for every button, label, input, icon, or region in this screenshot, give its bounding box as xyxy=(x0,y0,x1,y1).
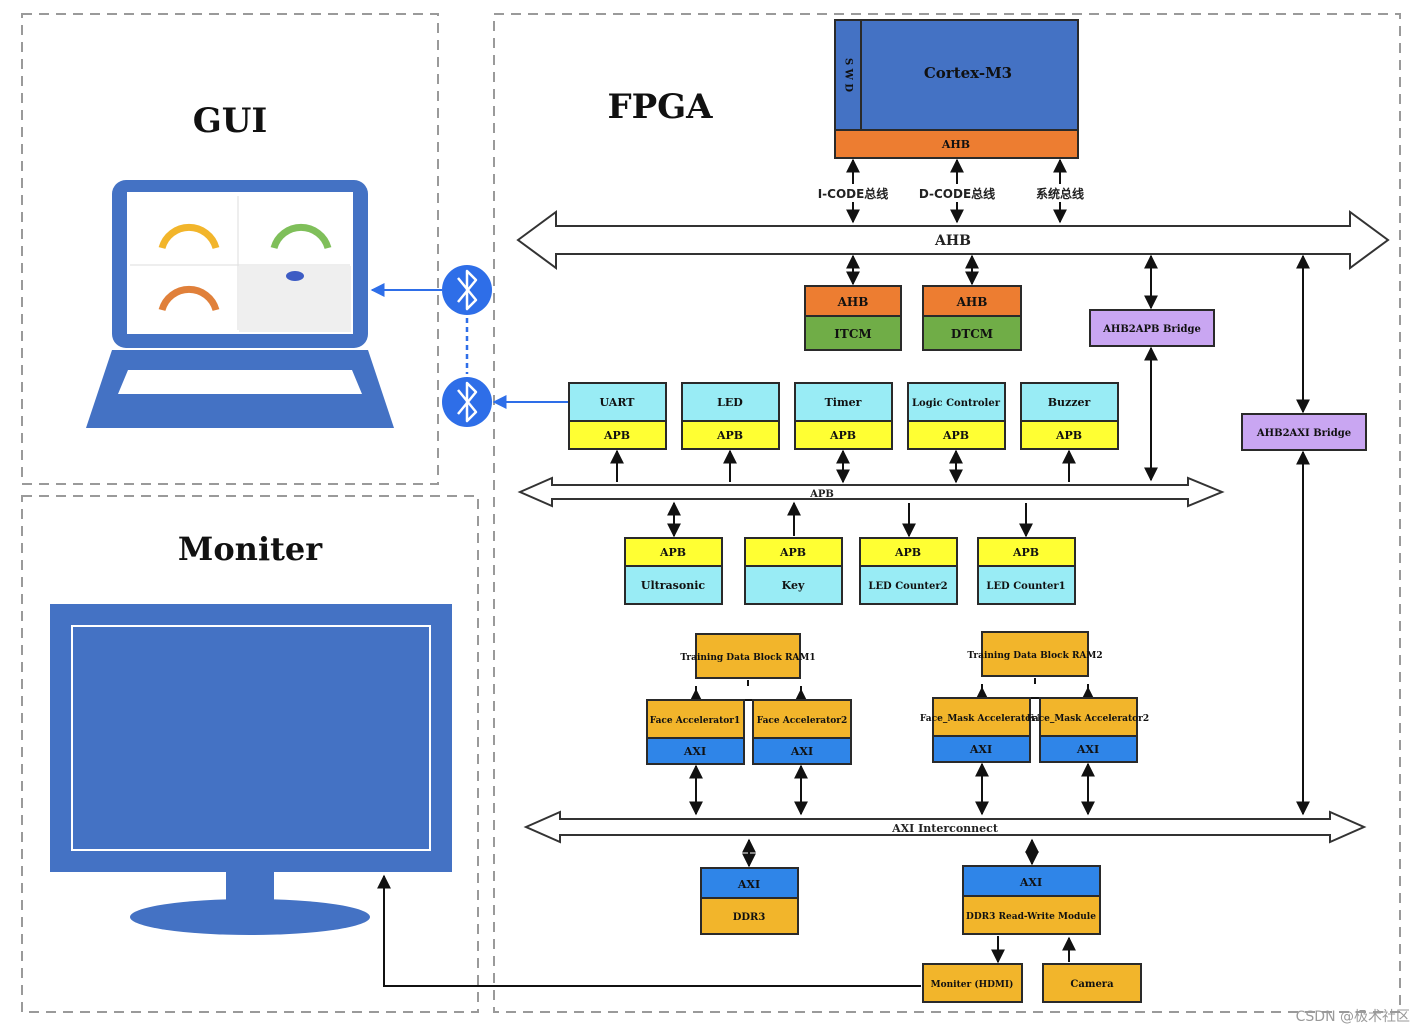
logic-apb-label: APB xyxy=(942,429,969,442)
ram2-block: Training Data Block RAM2 xyxy=(967,631,1103,699)
fpga-title: FPGA xyxy=(607,87,713,127)
apb-bus-label: APB xyxy=(809,489,834,500)
key-block: APB Key xyxy=(744,501,843,605)
face-mask-accelerator1-block: Face_Mask Accelerator1 AXI xyxy=(920,686,1042,816)
buzzer-apb-label: APB xyxy=(1055,429,1082,442)
itcm-block: AHB ITCM xyxy=(804,254,902,351)
ultrasonic-apb-label: APB xyxy=(659,546,686,559)
timer-apb-label: APB xyxy=(829,429,856,442)
ultrasonic-block: APB Ultrasonic xyxy=(624,501,723,605)
ahb-bus-label: AHB xyxy=(934,233,971,249)
uart-apb-label: APB xyxy=(603,429,630,442)
cortex-m3-block: S W D Cortex-M3 AHB xyxy=(834,19,1079,159)
ddr3-rw-module-block: AXI DDR3 Read-Write Module xyxy=(962,838,1101,935)
ultrasonic-label: Ultrasonic xyxy=(641,579,705,592)
ahb-bus: AHB xyxy=(516,210,1390,270)
ahb2axi-label: AHB2AXI Bridge xyxy=(1256,428,1351,439)
ram2-label: Training Data Block RAM2 xyxy=(967,651,1102,661)
face-mask-accelerator2-axi-label: AXI xyxy=(1076,743,1099,756)
led-counter1-label: LED Counter1 xyxy=(986,581,1065,592)
cortex-label: Cortex-M3 xyxy=(924,64,1012,82)
gui-region xyxy=(21,13,439,485)
monitor-icon xyxy=(50,604,452,935)
uart-block: UART APB xyxy=(568,382,667,482)
gui-title: GUI xyxy=(193,101,268,141)
itcm-ahb-label: AHB xyxy=(837,295,869,309)
camera-label: Camera xyxy=(1070,979,1114,990)
led-apb-label: APB xyxy=(716,429,743,442)
cpu-ahb-label: AHB xyxy=(941,138,970,151)
moniter-region xyxy=(21,495,479,1013)
ahb2axi-bridge: AHB2AXI Bridge xyxy=(1241,254,1367,816)
ddr3-rw-label: DDR3 Read-Write Module xyxy=(966,912,1096,922)
led-counter2-label: LED Counter2 xyxy=(868,581,947,592)
face-mask-accelerator1-axi-label: AXI xyxy=(969,743,992,756)
buzzer-block: Buzzer APB xyxy=(1020,382,1119,482)
led-counter2-apb-label: APB xyxy=(894,546,921,559)
ddr3-rw-axi-label: AXI xyxy=(1019,876,1042,889)
itcm-label: ITCM xyxy=(834,327,871,341)
laptop-icon xyxy=(86,180,394,428)
dtcm-ahb-label: AHB xyxy=(956,295,988,309)
face-accelerator1-axi-label: AXI xyxy=(683,745,706,758)
ahb2apb-bridge: AHB2APB Bridge xyxy=(1089,254,1215,482)
monitor-hdmi-label: Moniter (HDMI) xyxy=(931,979,1014,990)
timer-label: Timer xyxy=(825,396,862,409)
ddr3-axi-label: AXI xyxy=(737,878,760,891)
dtcm-block: AHB DTCM xyxy=(922,254,1022,351)
ram1-block: Training Data Block RAM1 xyxy=(680,633,816,701)
bluetooth-icon xyxy=(442,265,492,315)
moniter-title: Moniter xyxy=(178,530,323,568)
face-accelerator2-axi-label: AXI xyxy=(790,745,813,758)
swd-label: S W D xyxy=(843,58,854,92)
key-apb-label: APB xyxy=(779,546,806,559)
ddr3-label: DDR3 xyxy=(733,912,766,923)
ahb2apb-label: AHB2APB Bridge xyxy=(1102,324,1201,335)
icode-bus-label: I-CODE总线 xyxy=(818,186,889,201)
key-label: Key xyxy=(782,579,805,592)
led-counter1-block: APB LED Counter1 xyxy=(977,503,1076,605)
led-label: LED xyxy=(717,396,743,409)
fpga-region xyxy=(493,13,1401,1013)
timer-block: Timer APB xyxy=(794,382,893,484)
face-accelerator1-block: Face Accelerator1 AXI xyxy=(646,688,745,816)
system-bus-label: 系统总线 xyxy=(1036,186,1084,201)
ram1-label: Training Data Block RAM1 xyxy=(680,653,815,663)
face-accelerator1-label: Face Accelerator1 xyxy=(650,716,741,726)
face-mask-accelerator1-label: Face_Mask Accelerator1 xyxy=(920,714,1042,724)
dcode-bus-label: D-CODE总线 xyxy=(919,186,995,201)
apb-bus: APB xyxy=(517,476,1225,508)
led-block: LED APB xyxy=(681,382,780,482)
buzzer-label: Buzzer xyxy=(1048,396,1091,409)
face-mask-accelerator2-block: Face_Mask Accelerator2 AXI xyxy=(1027,686,1149,816)
logic-controller-label: Logic Controler xyxy=(912,398,1001,409)
camera-block: Camera xyxy=(1042,936,1142,1003)
ddr3-block: AXI DDR3 xyxy=(700,838,799,935)
face-mask-accelerator2-label: Face_Mask Accelerator2 xyxy=(1027,714,1149,724)
dtcm-label: DTCM xyxy=(951,327,993,341)
face-accelerator2-label: Face Accelerator2 xyxy=(757,716,848,726)
watermark: CSDN @极术社区 xyxy=(1295,1009,1410,1025)
led-counter1-apb-label: APB xyxy=(1012,546,1039,559)
logic-controller-block: Logic Controler APB xyxy=(907,382,1006,484)
monitor-hdmi-block: Moniter (HDMI) xyxy=(377,874,1023,1003)
uart-label: UART xyxy=(600,396,636,409)
led-counter2-block: APB LED Counter2 xyxy=(859,503,958,605)
axi-interconnect-bus: AXI Interconnect xyxy=(523,810,1367,844)
axi-bus-label: AXI Interconnect xyxy=(891,822,999,835)
face-accelerator2-block: Face Accelerator2 AXI xyxy=(752,688,852,816)
bluetooth-icon xyxy=(442,377,492,427)
